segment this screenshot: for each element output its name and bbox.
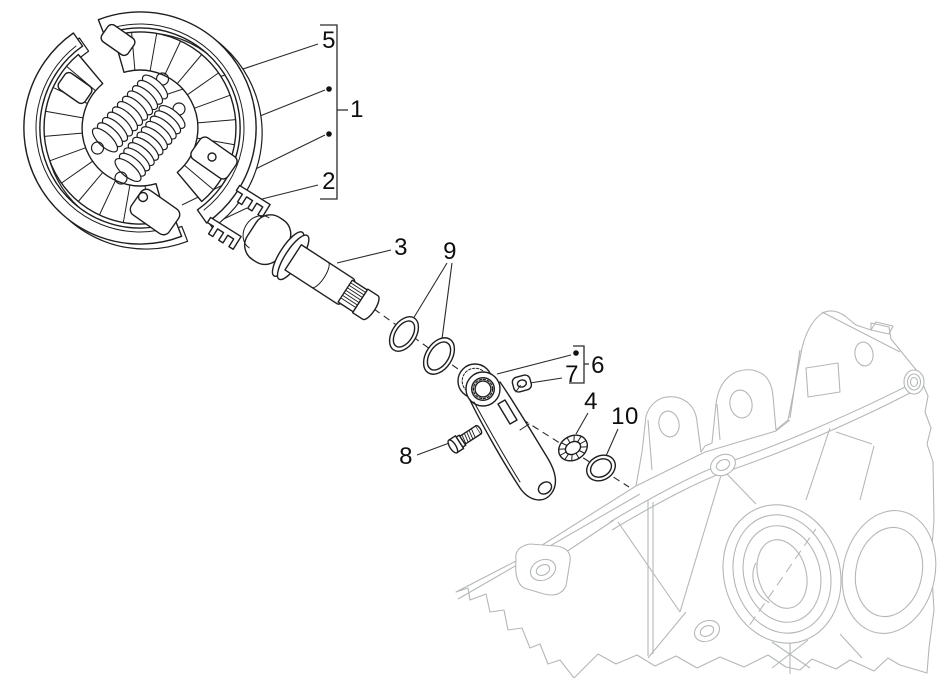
rib-boss xyxy=(710,453,736,477)
brake-shoe-lower-band xyxy=(23,32,183,245)
leader-3 xyxy=(336,249,392,264)
bullet-point xyxy=(573,350,579,356)
spring-hook xyxy=(114,171,128,185)
retaining-clip xyxy=(511,374,533,393)
engine-casing-outline xyxy=(455,310,937,678)
callout-brackets xyxy=(320,24,589,384)
callout-5: 5 xyxy=(322,27,336,54)
brake-camshaft xyxy=(242,214,380,321)
retainer-clip-upper xyxy=(235,184,271,218)
bottom-boss-hole xyxy=(699,625,715,637)
callout-6: 6 xyxy=(591,352,605,379)
pinch-bolt xyxy=(447,424,483,454)
serrated-washer xyxy=(557,434,589,462)
return-spring-upper xyxy=(90,72,170,155)
right-boss-hole xyxy=(909,376,919,388)
band-lip-lines xyxy=(35,23,245,233)
rib-boss-hole xyxy=(715,458,731,472)
casing-ridge-lines xyxy=(647,311,901,471)
callout-4: 4 xyxy=(584,388,598,415)
callout-7: 7 xyxy=(565,361,579,388)
bracket-group-6 xyxy=(569,345,589,384)
brake-lever xyxy=(457,363,557,501)
bracket-group-1 xyxy=(320,24,348,200)
o-ring-rear xyxy=(422,337,456,375)
o-ring-front xyxy=(388,316,420,352)
lever-spline-teeth xyxy=(472,378,494,400)
lug-hole-right xyxy=(854,341,874,367)
shoe-pivot-hole xyxy=(207,152,217,162)
bullet-point xyxy=(326,131,332,137)
leader-7 xyxy=(529,377,563,384)
lever-arm xyxy=(468,381,557,501)
leader-6 xyxy=(496,354,572,375)
flat-washer xyxy=(585,454,617,482)
return-spring-lower xyxy=(114,102,186,185)
callout-2: 2 xyxy=(322,168,336,195)
brake-shoe-assembly xyxy=(23,11,263,250)
casing-tab xyxy=(870,321,894,335)
leader-9 xyxy=(412,262,453,340)
right-boss-ring xyxy=(906,373,922,391)
casing-block xyxy=(805,362,841,398)
callout-3: 3 xyxy=(394,234,408,261)
lug-hole-middle xyxy=(729,389,753,419)
lever-spline-inner xyxy=(474,380,492,398)
casing-lattice-ribs xyxy=(559,427,875,674)
lower-lug-hole xyxy=(535,564,551,576)
spring-hook xyxy=(90,141,105,155)
brake-shoe-upper-band xyxy=(97,11,257,224)
callout-9: 9 xyxy=(443,238,457,265)
shoe-anchor-end-lower xyxy=(57,71,93,105)
right-bearing-bore xyxy=(841,510,937,634)
callout-10: 10 xyxy=(611,403,639,430)
leader-1a xyxy=(254,89,326,119)
callout-8: 8 xyxy=(399,443,413,470)
leader-10 xyxy=(605,428,619,457)
lever-slot xyxy=(497,399,518,425)
leader-8 xyxy=(416,441,453,456)
shaft-end-cap xyxy=(351,288,380,321)
retainer-clip-lower xyxy=(206,216,242,250)
shoe-anchor-end-upper xyxy=(100,23,136,57)
bottom-boss xyxy=(693,619,721,643)
lever-end-hole xyxy=(537,481,553,495)
lower-lug-boss xyxy=(529,558,557,582)
callout-1: 1 xyxy=(350,96,364,123)
casing-lug-base xyxy=(635,419,791,487)
lug-hole-left xyxy=(658,410,680,438)
leader-4 xyxy=(575,412,589,435)
shoe-spring-hole xyxy=(137,191,149,203)
left-bearing-bore xyxy=(722,504,842,644)
bullet-point xyxy=(326,86,332,92)
